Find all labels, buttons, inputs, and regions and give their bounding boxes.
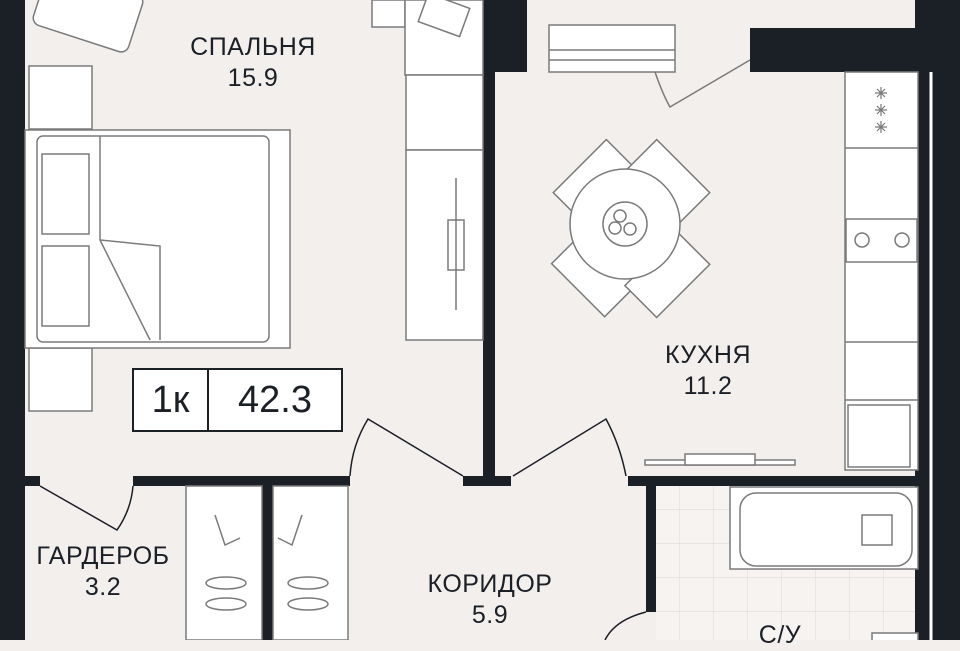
kitchen-counter — [844, 71, 919, 471]
room-name: КУХНЯ — [664, 341, 752, 369]
room-label-wardrobe: ГАРДЕРОБ 3.2 — [36, 541, 169, 603]
room-label-kitchen: КУХНЯ 11.2 — [665, 340, 751, 402]
balcony-door — [654, 59, 751, 109]
armchair — [32, 0, 144, 53]
laptop-icon — [417, 0, 471, 38]
kitchen-window — [548, 24, 676, 73]
kitchen-door — [512, 417, 627, 477]
room-area: 5.9 — [471, 601, 509, 629]
room-area: 15.9 — [227, 64, 279, 92]
total-area: 42.3 — [238, 378, 312, 421]
shelf — [371, 0, 406, 28]
wardrobe-door — [39, 485, 134, 531]
dining-table — [550, 138, 711, 319]
nightstand — [28, 65, 93, 130]
room-name: С/У — [758, 621, 802, 649]
nightstand — [28, 347, 93, 412]
room-label-corridor: КОРИДОР 5.9 — [428, 569, 553, 631]
room-name: КОРИДОР — [427, 570, 553, 598]
apartment-badge: 1к 42.3 — [132, 368, 343, 432]
closet — [272, 485, 349, 640]
sink — [847, 404, 911, 468]
room-label-bedroom: СПАЛЬНЯ 15.9 — [190, 32, 316, 94]
room-name: СПАЛЬНЯ — [190, 33, 316, 61]
room-name: ГАРДЕРОБ — [36, 542, 170, 570]
closet-icons — [205, 514, 329, 611]
room-area: 3.2 — [84, 573, 122, 601]
room-label-bathroom: С/У — [759, 620, 801, 651]
wardrobe-cabinet — [405, 74, 484, 151]
bedroom-door — [349, 417, 464, 477]
bathroom-door — [604, 611, 647, 640]
room-area: 11.2 — [683, 372, 733, 400]
freezer-icon — [875, 87, 887, 133]
wardrobe-cabinet — [405, 149, 484, 341]
room-count: 1к — [134, 370, 209, 430]
closet — [185, 485, 263, 640]
